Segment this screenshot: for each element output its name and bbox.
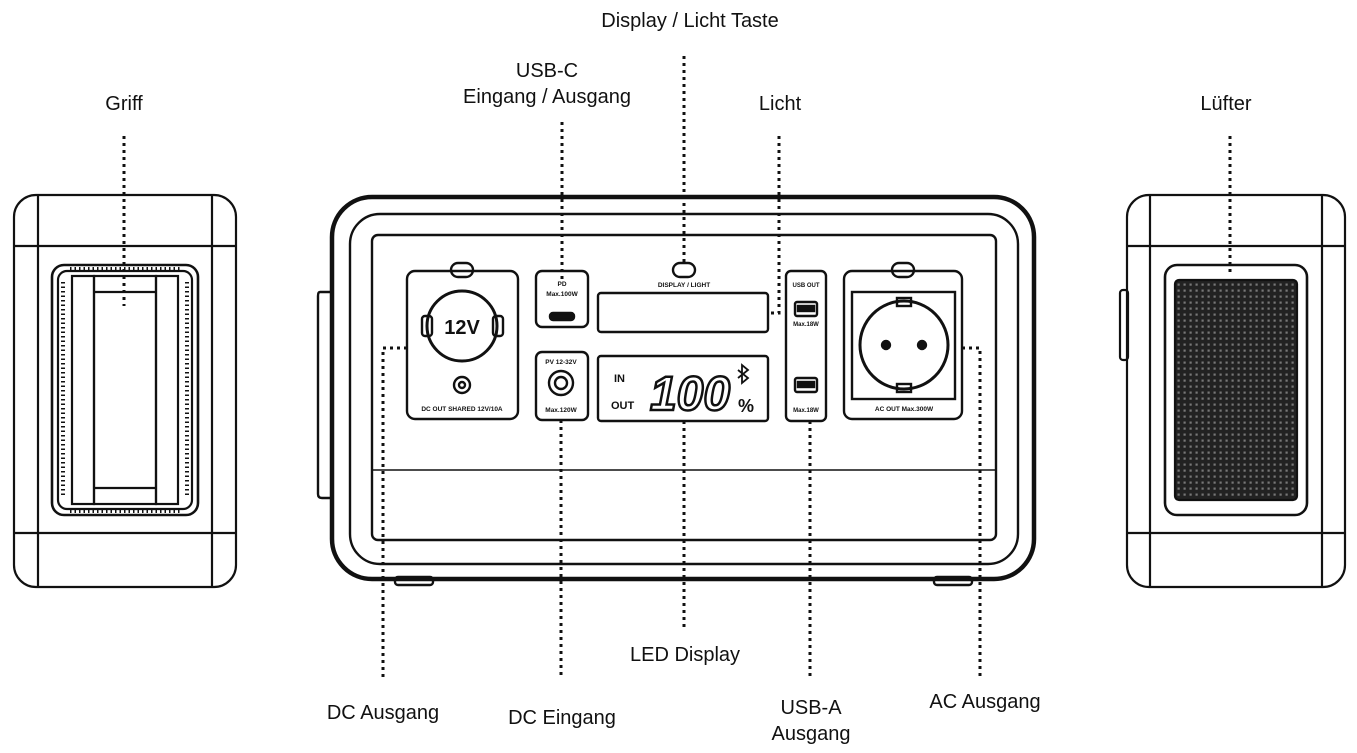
- dc-out-value: 12V: [444, 317, 480, 339]
- leader-licht: [768, 136, 781, 315]
- pd-label: PD: [557, 281, 566, 288]
- label-ac-ausgang: AC Ausgang: [929, 691, 1041, 713]
- label-display-taste: Display / Licht Taste: [601, 10, 779, 32]
- label-griff: Griff: [105, 93, 143, 115]
- lcd-percent: %: [738, 396, 754, 416]
- usb-max-2: Max.18W: [793, 408, 819, 414]
- lcd-in: IN: [614, 373, 625, 385]
- label-usbc-line1: USB-C: [515, 60, 579, 82]
- right-side-view: [1118, 193, 1347, 589]
- label-luefter: Lüfter: [1200, 93, 1252, 115]
- pv-label: PV 12-32V: [545, 359, 577, 366]
- leader-ac-ausgang: [962, 346, 982, 677]
- usb-out-label: USB OUT: [793, 283, 820, 289]
- leader-dc-ausgang: [381, 346, 407, 677]
- label-dc-eingang: DC Eingang: [508, 707, 616, 729]
- label-led-display: LED Display: [629, 644, 741, 666]
- leader-lines: [122, 56, 1232, 677]
- dc-out-caption: DC OUT SHARED 12V/10A: [421, 406, 503, 413]
- display-light-label: DISPLAY / LIGHT: [658, 282, 710, 289]
- left-side-view: [12, 193, 238, 589]
- usb-max-1: Max.18W: [793, 322, 819, 328]
- label-dc-ausgang: DC Ausgang: [326, 702, 440, 724]
- bluetooth-icon: [737, 363, 750, 385]
- lcd-out: OUT: [611, 400, 635, 412]
- ac-out-caption: AC OUT Max.300W: [875, 406, 934, 413]
- label-licht: Licht: [758, 93, 802, 115]
- label-usba-line1: USB-A: [780, 697, 842, 719]
- pv-max: Max.120W: [545, 407, 577, 414]
- label-usbc: USB-C Eingang / Ausgang: [463, 58, 631, 110]
- label-usba: USB-A Ausgang: [772, 695, 851, 747]
- lcd-value: 100: [650, 368, 730, 421]
- label-usbc-line2: Eingang / Ausgang: [463, 86, 631, 108]
- device-text: 12V DC OUT SHARED 12V/10A PD Max.100W PV…: [421, 281, 934, 422]
- pd-max: Max.100W: [546, 291, 578, 298]
- label-usba-line2: Ausgang: [771, 723, 851, 745]
